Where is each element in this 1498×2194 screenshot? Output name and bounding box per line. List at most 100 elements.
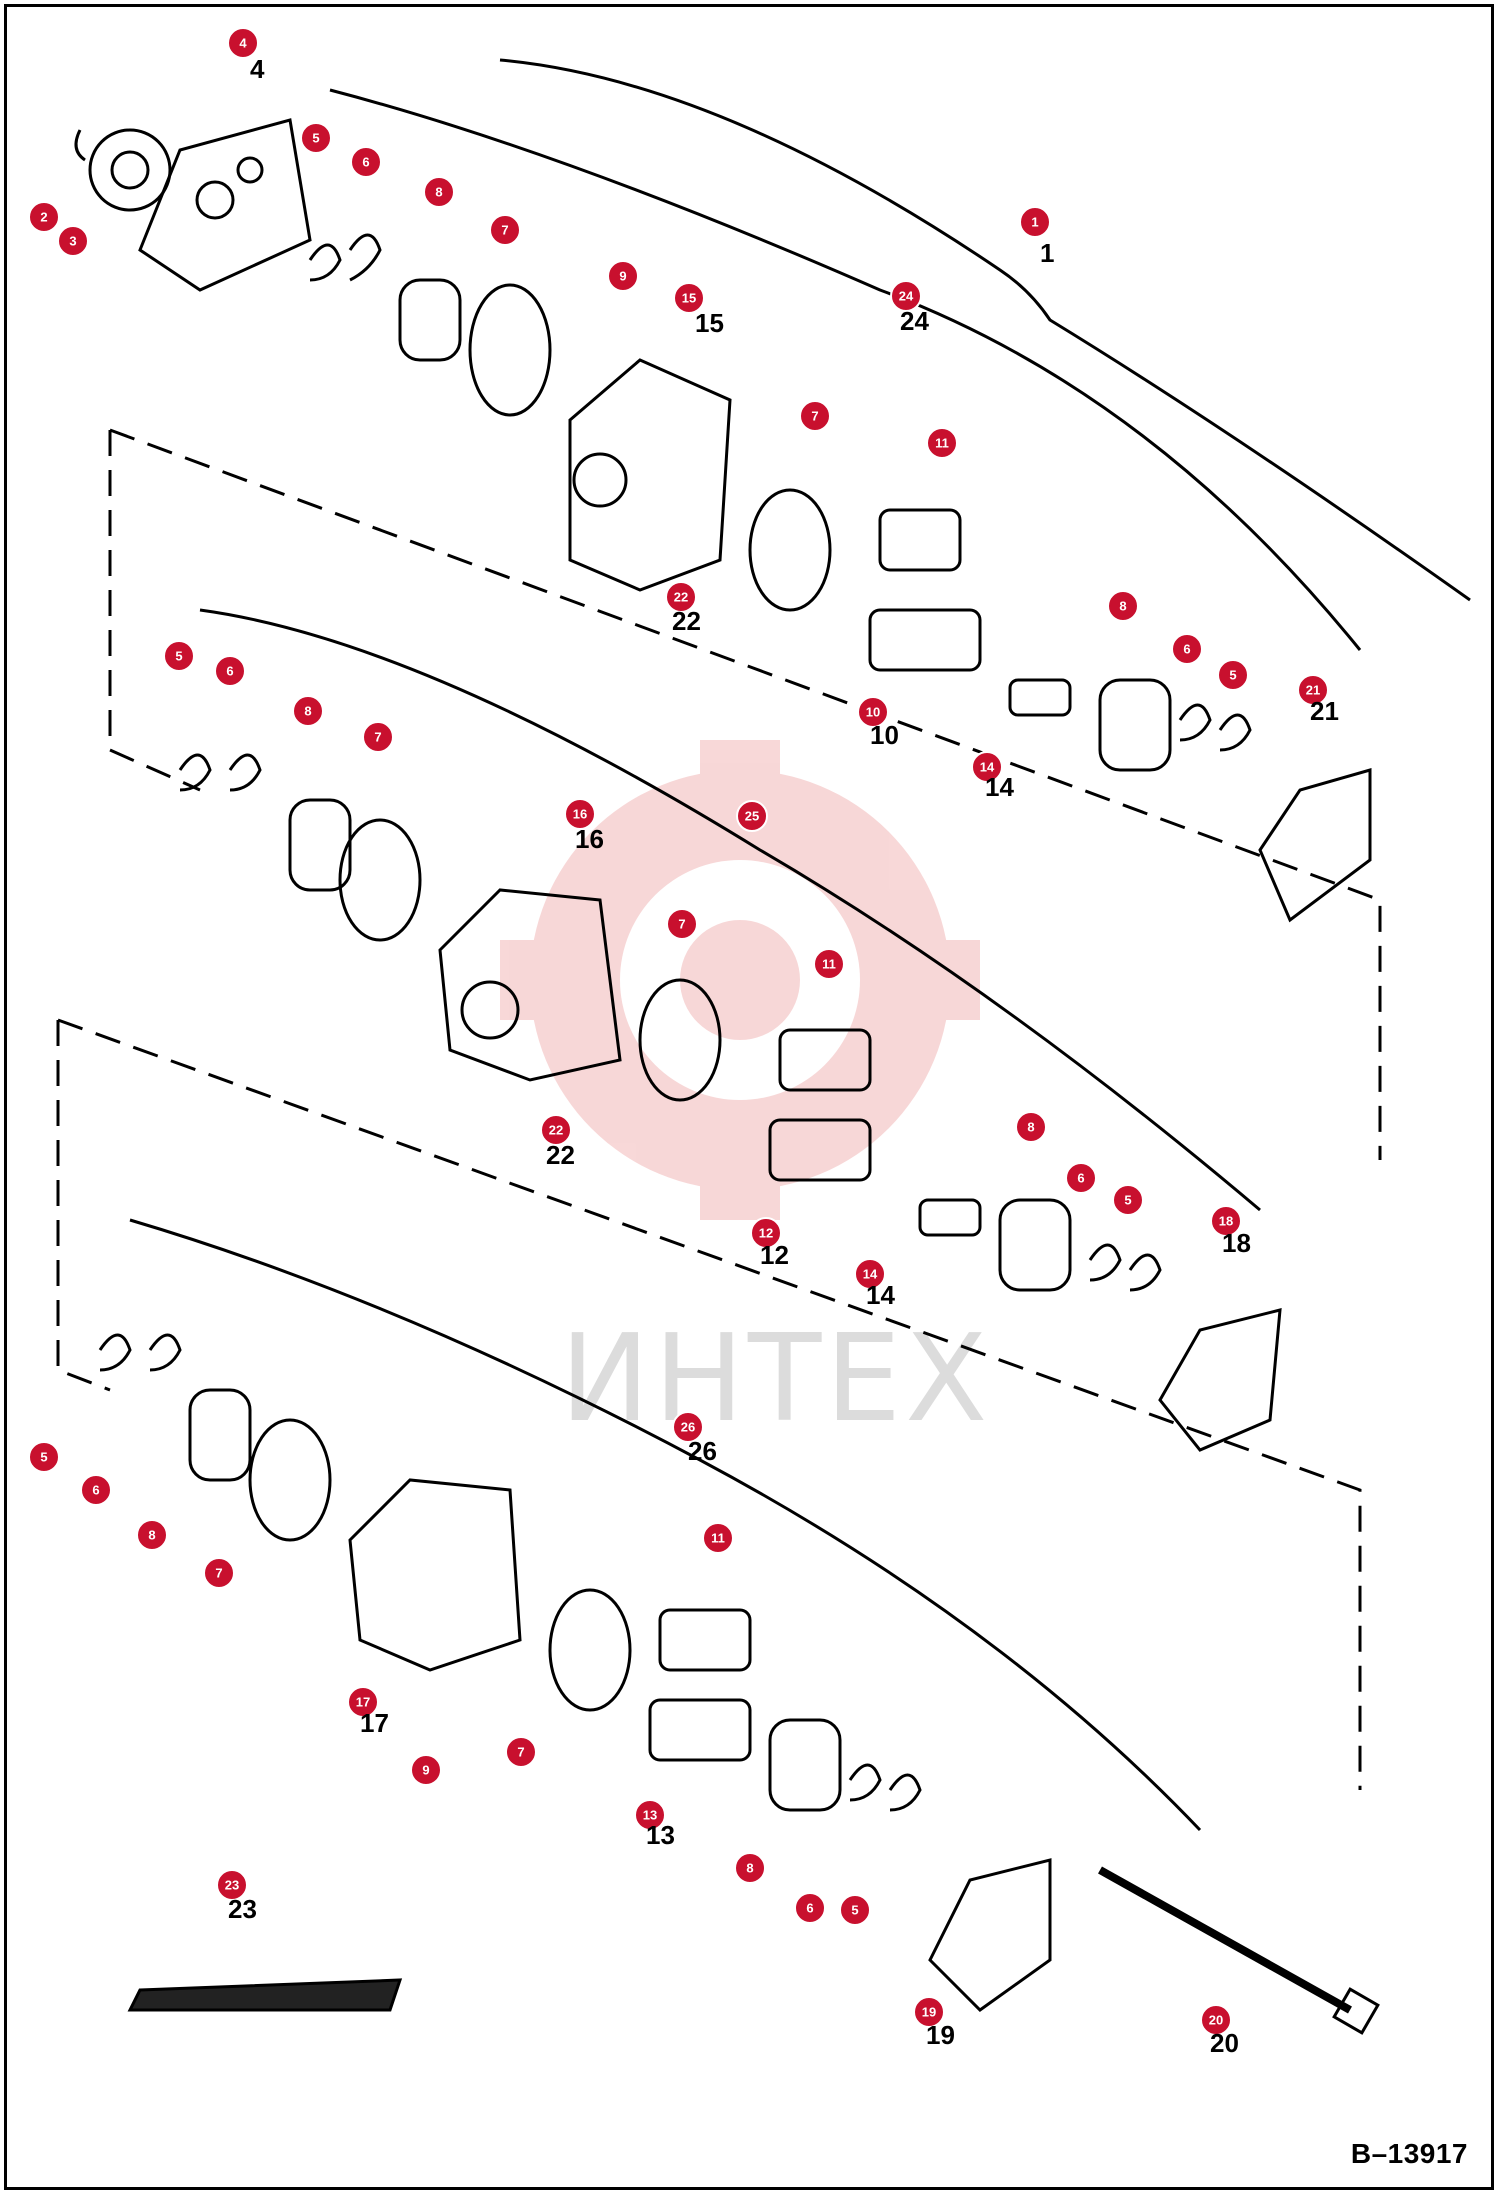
svg-text:25: 25 bbox=[745, 809, 759, 824]
svg-text:17: 17 bbox=[356, 1695, 370, 1710]
svg-text:11: 11 bbox=[711, 1531, 725, 1546]
svg-text:11: 11 bbox=[935, 436, 949, 451]
callout-6-c: 6 bbox=[214, 655, 246, 687]
svg-text:12: 12 bbox=[759, 1226, 773, 1241]
callout-7-a: 7 bbox=[489, 214, 521, 246]
svg-text:5: 5 bbox=[312, 131, 319, 146]
svg-text:7: 7 bbox=[501, 223, 508, 238]
svg-text:6: 6 bbox=[226, 664, 233, 679]
callout-4: 4 bbox=[227, 27, 259, 59]
svg-text:5: 5 bbox=[175, 649, 182, 664]
callout-20: 20 bbox=[1200, 2004, 1232, 2036]
callout-24: 24 bbox=[890, 280, 922, 312]
callout-11-b: 11 bbox=[813, 948, 845, 980]
callout-5-e: 5 bbox=[28, 1441, 60, 1473]
watermark-text: ИНТЕХ bbox=[560, 1310, 991, 1449]
callout-8-a: 8 bbox=[423, 176, 455, 208]
callout-2: 2 bbox=[28, 201, 60, 233]
svg-text:5: 5 bbox=[851, 1903, 858, 1918]
svg-text:8: 8 bbox=[1027, 1120, 1034, 1135]
svg-text:7: 7 bbox=[517, 1745, 524, 1760]
svg-text:6: 6 bbox=[362, 155, 369, 170]
callout-14-a: 14 bbox=[971, 751, 1003, 783]
svg-text:16: 16 bbox=[575, 824, 604, 854]
svg-text:8: 8 bbox=[148, 1528, 155, 1543]
svg-text:14: 14 bbox=[980, 760, 995, 775]
svg-text:22: 22 bbox=[546, 1140, 575, 1170]
callout-5-f: 5 bbox=[839, 1894, 871, 1926]
callout-21: 21 bbox=[1297, 674, 1329, 706]
callout-17: 17 bbox=[347, 1686, 379, 1718]
svg-text:26: 26 bbox=[681, 1420, 695, 1435]
svg-text:21: 21 bbox=[1310, 696, 1339, 726]
svg-text:7: 7 bbox=[374, 730, 381, 745]
svg-text:22: 22 bbox=[549, 1123, 563, 1138]
svg-text:18: 18 bbox=[1219, 1214, 1233, 1229]
callout-5-b: 5 bbox=[1217, 659, 1249, 691]
part-outlines bbox=[74, 118, 1380, 2035]
svg-text:2: 2 bbox=[40, 210, 47, 225]
callout-11-a: 11 bbox=[926, 427, 958, 459]
svg-text:7: 7 bbox=[215, 1566, 222, 1581]
svg-text:23: 23 bbox=[228, 1894, 257, 1924]
callout-10: 10 bbox=[857, 696, 889, 728]
callout-6-e: 6 bbox=[80, 1474, 112, 1506]
callout-22-b: 22 bbox=[540, 1114, 572, 1146]
svg-text:1: 1 bbox=[1031, 215, 1038, 230]
callout-8-b: 8 bbox=[1107, 590, 1139, 622]
callout-26: 26 bbox=[672, 1411, 704, 1443]
callout-7-c: 7 bbox=[362, 721, 394, 753]
svg-text:20: 20 bbox=[1210, 2028, 1239, 2058]
callout-16: 16 bbox=[564, 798, 596, 830]
callout-19: 19 bbox=[913, 1996, 945, 2028]
callout-8-d: 8 bbox=[1015, 1111, 1047, 1143]
figure-id: B–13917 bbox=[1350, 2138, 1468, 2169]
svg-text:4: 4 bbox=[239, 36, 247, 51]
svg-text:8: 8 bbox=[746, 1861, 753, 1876]
svg-text:12: 12 bbox=[760, 1240, 789, 1270]
svg-text:3: 3 bbox=[69, 234, 76, 249]
svg-text:6: 6 bbox=[1077, 1171, 1084, 1186]
svg-text:7: 7 bbox=[678, 917, 685, 932]
callout-6-f: 6 bbox=[794, 1892, 826, 1924]
callout-22-a: 22 bbox=[665, 581, 697, 613]
svg-text:15: 15 bbox=[695, 308, 724, 338]
svg-text:5: 5 bbox=[1124, 1193, 1131, 1208]
diagram-frame bbox=[4, 4, 1494, 2190]
watermark-logo bbox=[500, 740, 980, 1220]
svg-text:14: 14 bbox=[863, 1267, 878, 1282]
svg-text:4: 4 bbox=[250, 54, 265, 84]
svg-text:23: 23 bbox=[225, 1878, 239, 1893]
callout-15: 15 bbox=[673, 282, 705, 314]
svg-text:14: 14 bbox=[866, 1280, 895, 1310]
callout-7-e: 7 bbox=[203, 1557, 235, 1589]
callout-8-c: 8 bbox=[292, 695, 324, 727]
svg-text:10: 10 bbox=[866, 705, 880, 720]
svg-text:6: 6 bbox=[806, 1901, 813, 1916]
svg-text:16: 16 bbox=[573, 807, 587, 822]
callout-6-a: 6 bbox=[350, 146, 382, 178]
callout-5-a: 5 bbox=[300, 122, 332, 154]
svg-text:14: 14 bbox=[985, 772, 1014, 802]
callout-23: 23 bbox=[216, 1869, 248, 1901]
svg-text:11: 11 bbox=[822, 957, 836, 972]
svg-text:24: 24 bbox=[900, 306, 929, 336]
svg-text:5: 5 bbox=[1229, 668, 1236, 683]
callout-9-a: 9 bbox=[607, 260, 639, 292]
svg-text:22: 22 bbox=[674, 590, 688, 605]
svg-text:18: 18 bbox=[1222, 1228, 1251, 1258]
svg-text:5: 5 bbox=[40, 1450, 47, 1465]
svg-text:19: 19 bbox=[922, 2005, 936, 2020]
svg-text:19: 19 bbox=[926, 2020, 955, 2050]
svg-text:6: 6 bbox=[1183, 642, 1190, 657]
callout-18: 18 bbox=[1210, 1205, 1242, 1237]
callout-13: 13 bbox=[634, 1799, 666, 1831]
callout-5-d: 5 bbox=[1112, 1184, 1144, 1216]
svg-text:13: 13 bbox=[643, 1808, 657, 1823]
svg-text:7: 7 bbox=[811, 409, 818, 424]
callout-12: 12 bbox=[750, 1217, 782, 1249]
callout-11-c: 11 bbox=[702, 1522, 734, 1554]
svg-text:26: 26 bbox=[688, 1436, 717, 1466]
callout-8-e: 8 bbox=[136, 1519, 168, 1551]
callout-6-b: 6 bbox=[1171, 633, 1203, 665]
